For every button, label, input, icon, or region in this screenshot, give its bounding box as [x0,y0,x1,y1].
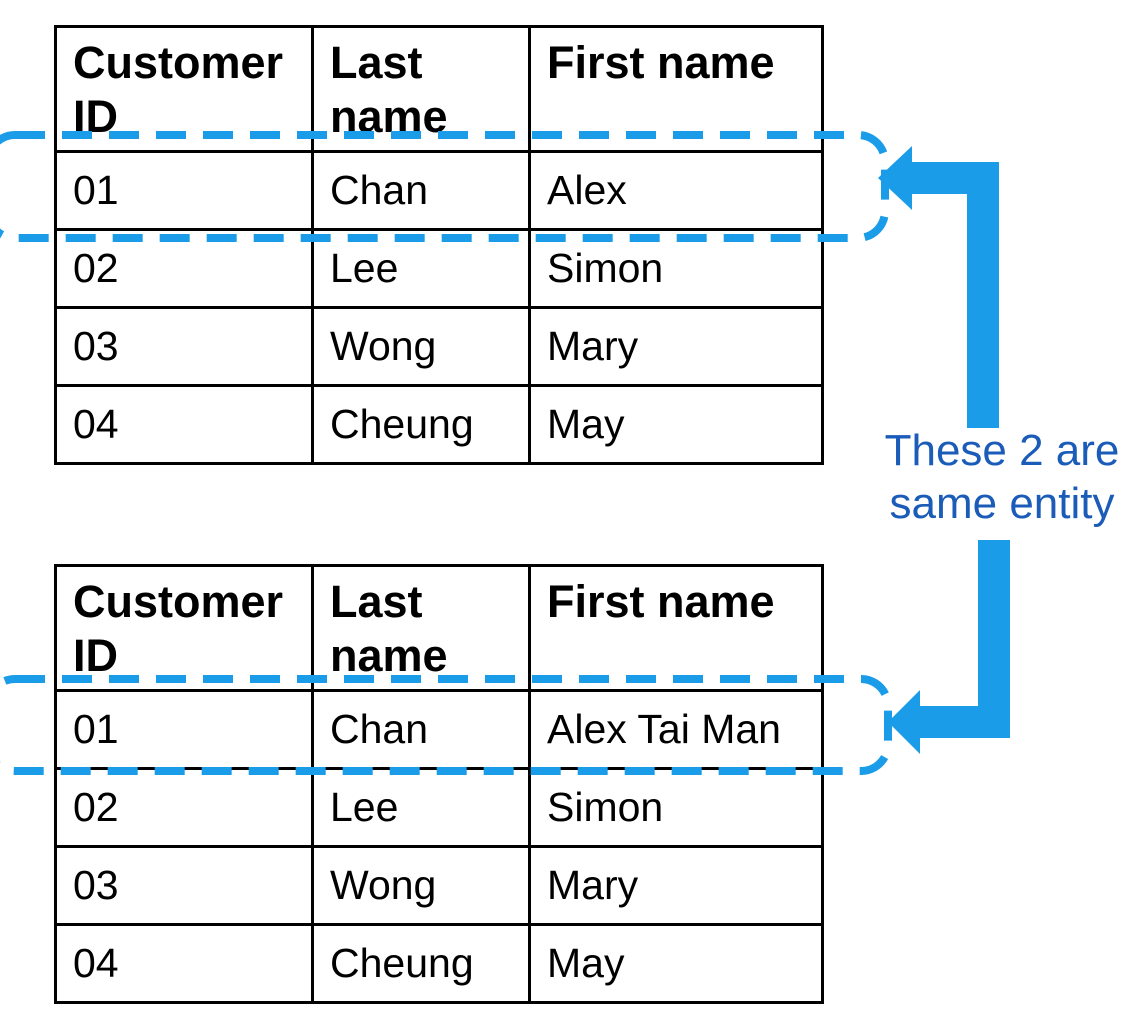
table-row: 01 Chan Alex Tai Man [54,689,824,770]
cell-customer-id: 03 [54,306,314,387]
column-header-customer-id: Customer ID [54,564,314,692]
customer-table-top: Customer ID Last name First name 01 Chan… [54,25,824,465]
same-entity-label-line2: same entity [889,479,1115,528]
cell-customer-id: 04 [54,384,314,465]
cell-last-name: Chan [311,150,531,231]
cell-customer-id: 02 [54,767,314,848]
column-header-first-name: First name [528,564,824,692]
table-header-row: Customer ID Last name First name [54,25,824,153]
cell-customer-id: 04 [54,923,314,1004]
cell-customer-id: 01 [54,150,314,231]
same-entity-label: These 2 are same entity [876,424,1128,530]
table-row: 02 Lee Simon [54,228,824,309]
column-header-last-name: Last name [311,564,531,692]
cell-customer-id: 03 [54,845,314,926]
table-row: 03 Wong Mary [54,306,824,387]
table-row: 04 Cheung May [54,923,824,1004]
table-row: 04 Cheung May [54,384,824,465]
cell-first-name: Mary [528,845,824,926]
cell-customer-id: 02 [54,228,314,309]
column-header-last-name: Last name [311,25,531,153]
same-entity-label-line1: These 2 are [884,426,1120,475]
table-header-row: Customer ID Last name First name [54,564,824,692]
table-row: 01 Chan Alex [54,150,824,231]
cell-last-name: Chan [311,689,531,770]
column-header-first-name: First name [528,25,824,153]
column-header-customer-id: Customer ID [54,25,314,153]
cell-last-name: Lee [311,228,531,309]
cell-customer-id: 01 [54,689,314,770]
cell-last-name: Lee [311,767,531,848]
cell-first-name: Simon [528,767,824,848]
cell-last-name: Cheung [311,923,531,1004]
table-row: 02 Lee Simon [54,767,824,848]
cell-last-name: Wong [311,845,531,926]
cell-first-name: Mary [528,306,824,387]
cell-first-name: Alex [528,150,824,231]
cell-first-name: May [528,923,824,1004]
table-row: 03 Wong Mary [54,845,824,926]
cell-last-name: Wong [311,306,531,387]
elbow-arrow-bottom-icon [888,540,1010,754]
customer-table-bottom: Customer ID Last name First name 01 Chan… [54,564,824,1004]
cell-first-name: May [528,384,824,465]
cell-first-name: Simon [528,228,824,309]
cell-last-name: Cheung [311,384,531,465]
cell-first-name: Alex Tai Man [528,689,824,770]
elbow-arrow-top-icon [878,146,999,428]
